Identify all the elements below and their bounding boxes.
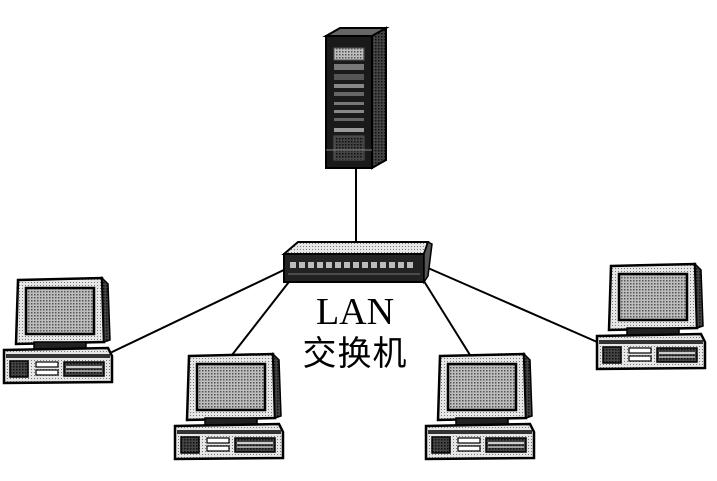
link-switch-pc2 bbox=[231, 277, 293, 356]
desktop-computer-icon bbox=[173, 352, 285, 461]
link-switch-pc1 bbox=[109, 267, 289, 354]
server-tower-icon bbox=[322, 26, 390, 170]
network-switch-icon bbox=[281, 240, 433, 285]
desktop-computer-icon bbox=[424, 352, 536, 461]
desktop-computer-icon bbox=[595, 262, 707, 371]
switch-label-lan: LAN bbox=[315, 291, 395, 333]
connection-lines bbox=[109, 168, 605, 356]
switch-label-name: 交换机 bbox=[302, 334, 408, 374]
desktop-computer-icon bbox=[2, 276, 114, 385]
link-switch-pc4 bbox=[427, 267, 605, 346]
link-switch-pc3 bbox=[421, 277, 471, 356]
